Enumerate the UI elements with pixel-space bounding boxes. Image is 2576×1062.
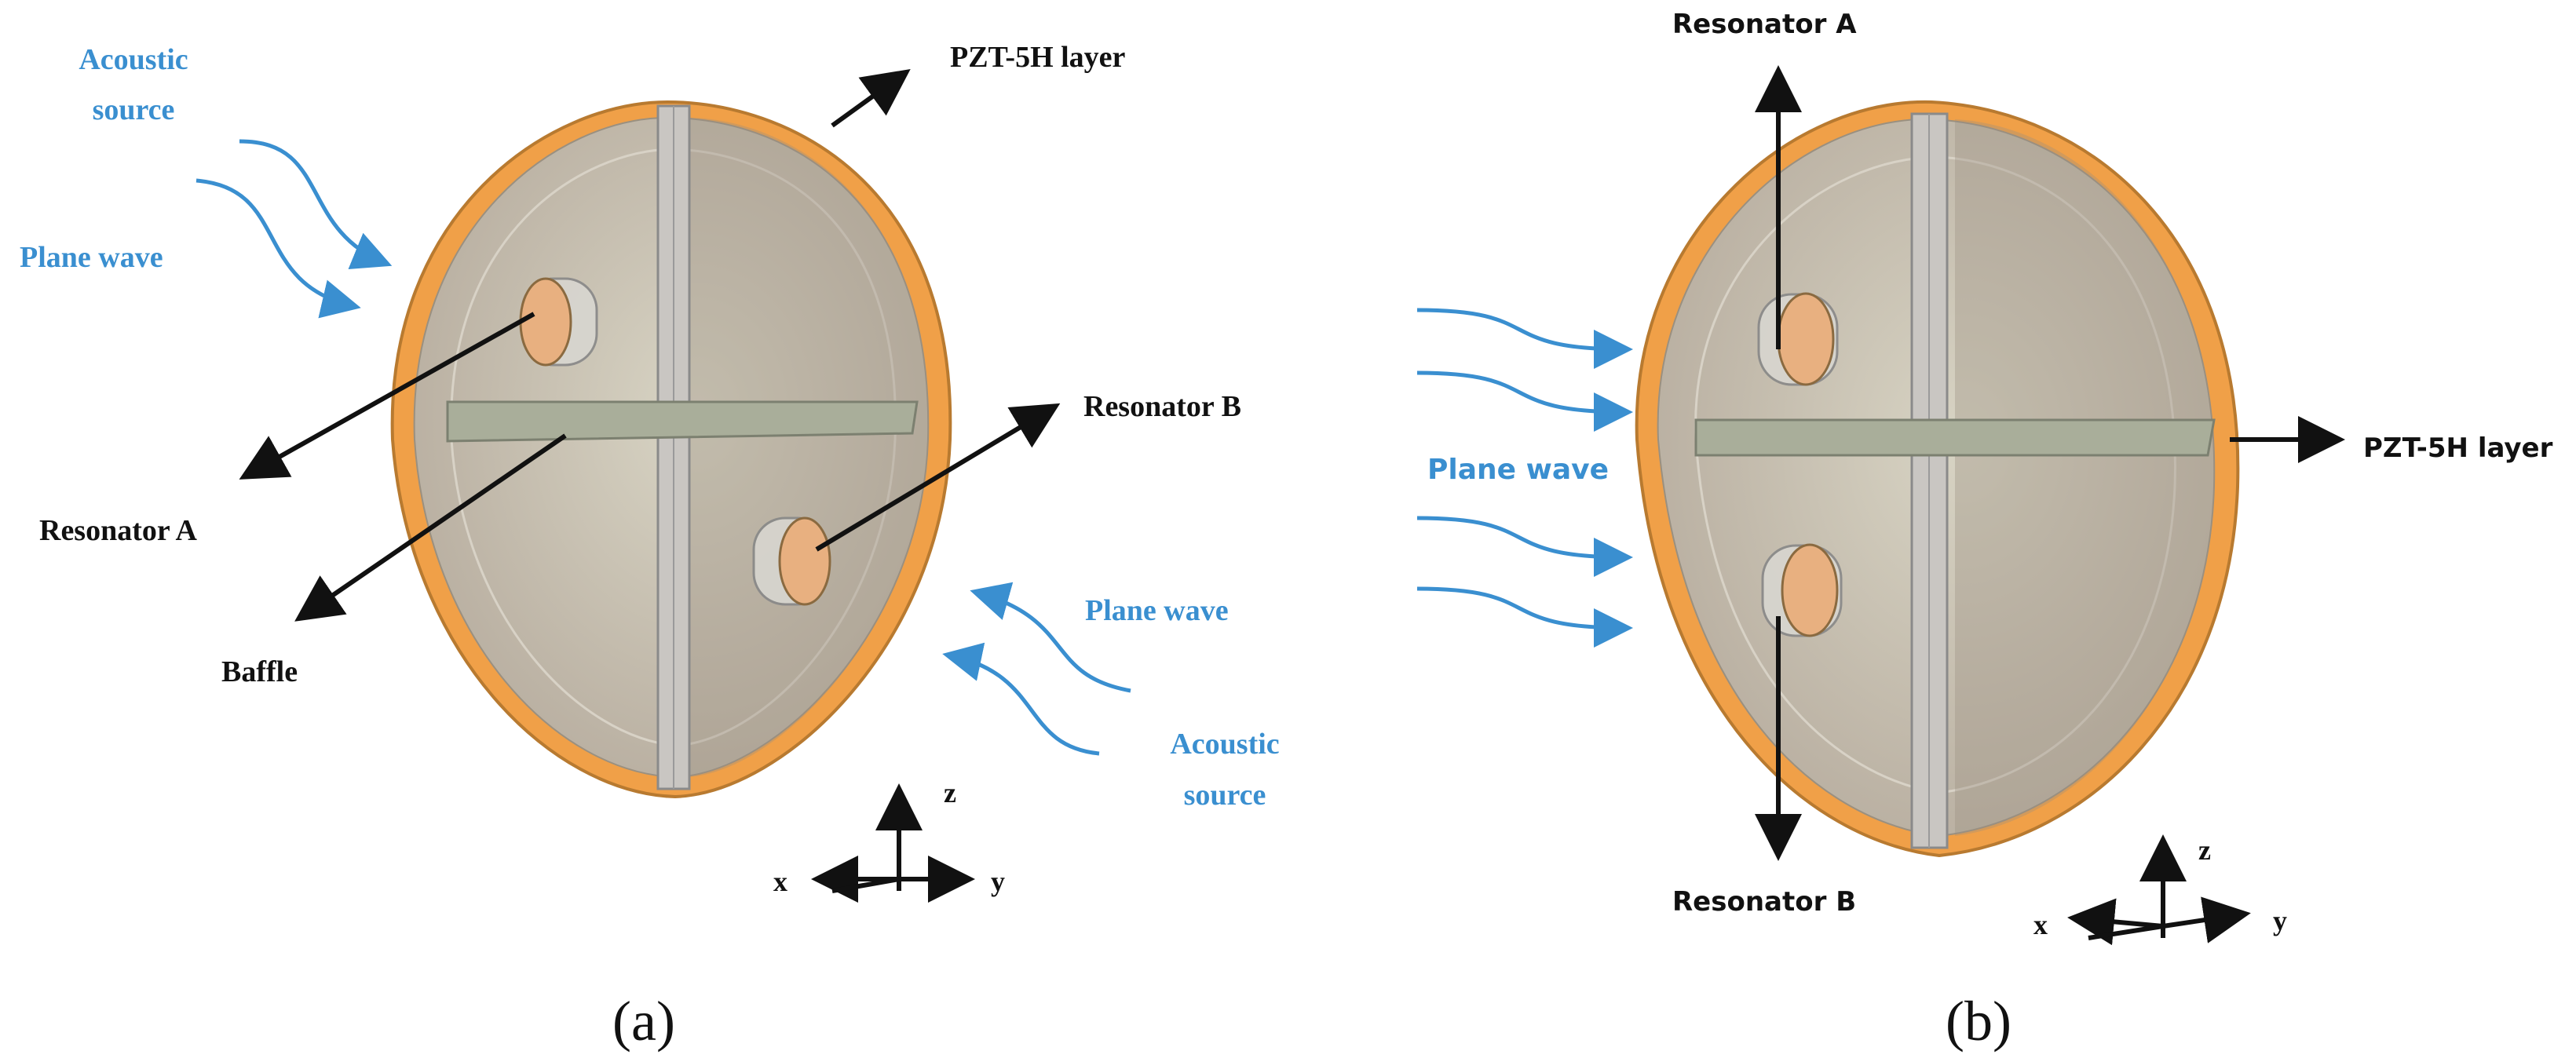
plane-wave-arrow-b3: [1416, 516, 1633, 577]
resonator-a-cylinder: [519, 277, 598, 367]
axis-label-z-a: z: [944, 777, 956, 808]
axes-a: [811, 783, 975, 903]
label-acoustic-source-bottom-2: source: [1184, 779, 1266, 812]
plane-wave-arrow-b2: [1416, 370, 1633, 432]
label-pzt-layer-a: PZT-5H layer: [950, 41, 1126, 74]
panel-a: PZT-5H layer Acoustic source Plane wave …: [20, 41, 1280, 1053]
label-acoustic-source-bottom-1: Acoustic: [1170, 728, 1279, 761]
label-resonator-a-b: Resonator A: [1672, 9, 1857, 40]
plane-wave-arrow-3: [970, 582, 1131, 693]
resonator-b-cylinder-b: [1761, 543, 1843, 637]
axis-label-y-a: y: [991, 866, 1005, 897]
arrow-pzt-a: [831, 68, 911, 128]
plane-wave-arrow-4: [942, 642, 1100, 756]
axis-label-x-b: x: [2033, 909, 2048, 940]
caption-b: (b): [1946, 990, 2011, 1053]
resonator-b-cylinder: [752, 516, 831, 606]
label-acoustic-source-top-2: source: [93, 93, 175, 126]
baffle-plate-a: [446, 400, 919, 443]
label-resonator-b-b: Resonator B: [1672, 886, 1856, 918]
baffle-plate-b: [1694, 418, 2216, 457]
axis-label-x-a: x: [773, 866, 787, 897]
label-plane-wave-b: Plane wave: [1427, 454, 1609, 486]
plane-wave-arrow-1: [239, 139, 393, 269]
arrow-resonator-b: [815, 403, 1061, 552]
panel-b: Resonator A Resonator B Plane wave PZT-5…: [1416, 9, 2553, 1053]
arrow-baffle: [294, 433, 567, 622]
label-resonator-b-a: Resonator B: [1083, 390, 1241, 423]
label-plane-wave-top: Plane wave: [20, 241, 163, 274]
vertical-plate-a: [656, 104, 691, 790]
axis-label-z-b: z: [2198, 834, 2211, 866]
label-acoustic-source-top-1: Acoustic: [79, 43, 188, 76]
label-baffle: Baffle: [221, 655, 298, 688]
resonator-a-cylinder-b: [1757, 292, 1839, 386]
axis-label-y-b: y: [2273, 905, 2287, 936]
label-resonator-a-a: Resonator A: [39, 514, 197, 547]
caption-a: (a): [612, 990, 675, 1053]
plane-wave-arrow-2: [195, 178, 361, 319]
vertical-plate-b: [1910, 112, 1949, 849]
label-plane-wave-bottom: Plane wave: [1085, 594, 1229, 627]
axes-b: [2067, 834, 2251, 946]
plane-wave-arrow-b1: [1416, 308, 1633, 369]
label-pzt-layer-b: PZT-5H layer: [2363, 432, 2553, 464]
plane-wave-arrow-b4: [1416, 586, 1633, 648]
arrow-resonator-a: [239, 312, 535, 480]
